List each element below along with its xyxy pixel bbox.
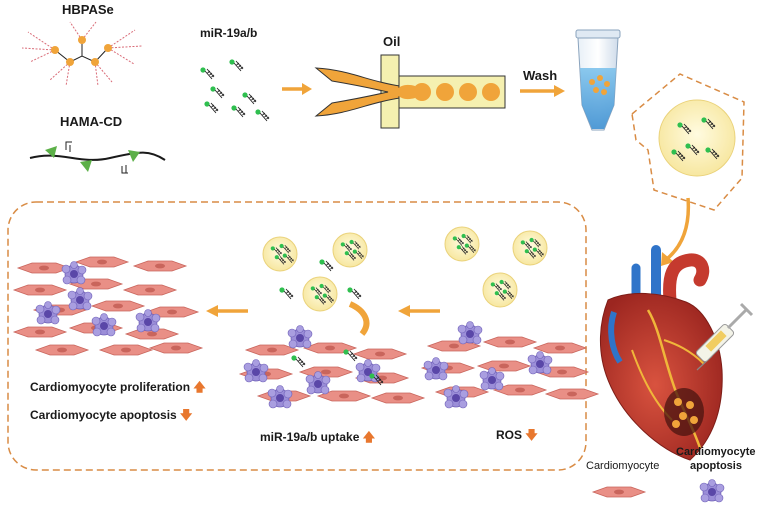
outcome-proliferation-label: Cardiomyocyte proliferation 🡅	[30, 378, 206, 399]
syringe-icon	[695, 302, 754, 371]
uptake-label: miR-19a/b uptake 🡅	[260, 428, 375, 449]
legend-cardiomyocyte-mark	[592, 486, 646, 498]
centrifuge-tube	[575, 29, 621, 131]
outcome-apoptosis-text: Cardiomyocyte apoptosis	[30, 408, 177, 422]
mechanism-panel	[7, 201, 587, 471]
tissue-ros	[421, 227, 599, 409]
flow-arrow-wash-head	[554, 85, 565, 97]
mirna-label: miR-19a/b	[200, 26, 258, 40]
hbpase-label: HBPASe	[62, 2, 114, 17]
legend-cardiomyocyte-label: Cardiomyocyte	[586, 460, 660, 472]
mirna-cluster	[199, 58, 270, 122]
hbpase-polymer-illustration	[21, 21, 143, 87]
ros-decrease-arrow-icon: 🡇	[525, 428, 538, 442]
zoom-callout-box	[631, 73, 745, 211]
oil-label: Oil	[383, 34, 401, 49]
flow-arrow-panel-left-head	[206, 305, 218, 317]
decrease-arrow-icon: 🡇	[180, 408, 193, 422]
hama-cd-label: HAMA-CD	[60, 114, 123, 129]
legend-apoptosis-mark	[699, 479, 725, 503]
flow-arrow-panel-mid-head	[398, 305, 410, 317]
legend-apoptosis-label-1: Cardiomyocyte	[676, 446, 756, 458]
hama-cd-illustration	[29, 141, 166, 174]
outcome-proliferation-text: Cardiomyocyte proliferation	[30, 380, 191, 394]
ros-label: ROS 🡇	[496, 426, 538, 447]
tissue-outcome	[13, 256, 203, 356]
uptake-increase-arrow-icon: 🡅	[362, 430, 376, 444]
microfluidic-chip	[314, 54, 506, 129]
legend-apoptosis-label-2: apoptosis	[690, 460, 742, 472]
heart-illustration	[600, 245, 723, 461]
flow-arrow-1-head	[302, 83, 312, 95]
uptake-text: miR-19a/b uptake	[260, 430, 360, 444]
wash-label: Wash	[523, 68, 558, 83]
ros-text: ROS	[496, 428, 523, 442]
increase-arrow-icon: 🡅	[193, 380, 206, 394]
flow-arrow-to-heart	[666, 197, 691, 260]
zoomed-capsule	[658, 99, 736, 177]
tissue-uptake	[239, 233, 425, 409]
outcome-apoptosis-label: Cardiomyocyte apoptosis 🡇	[30, 406, 192, 427]
